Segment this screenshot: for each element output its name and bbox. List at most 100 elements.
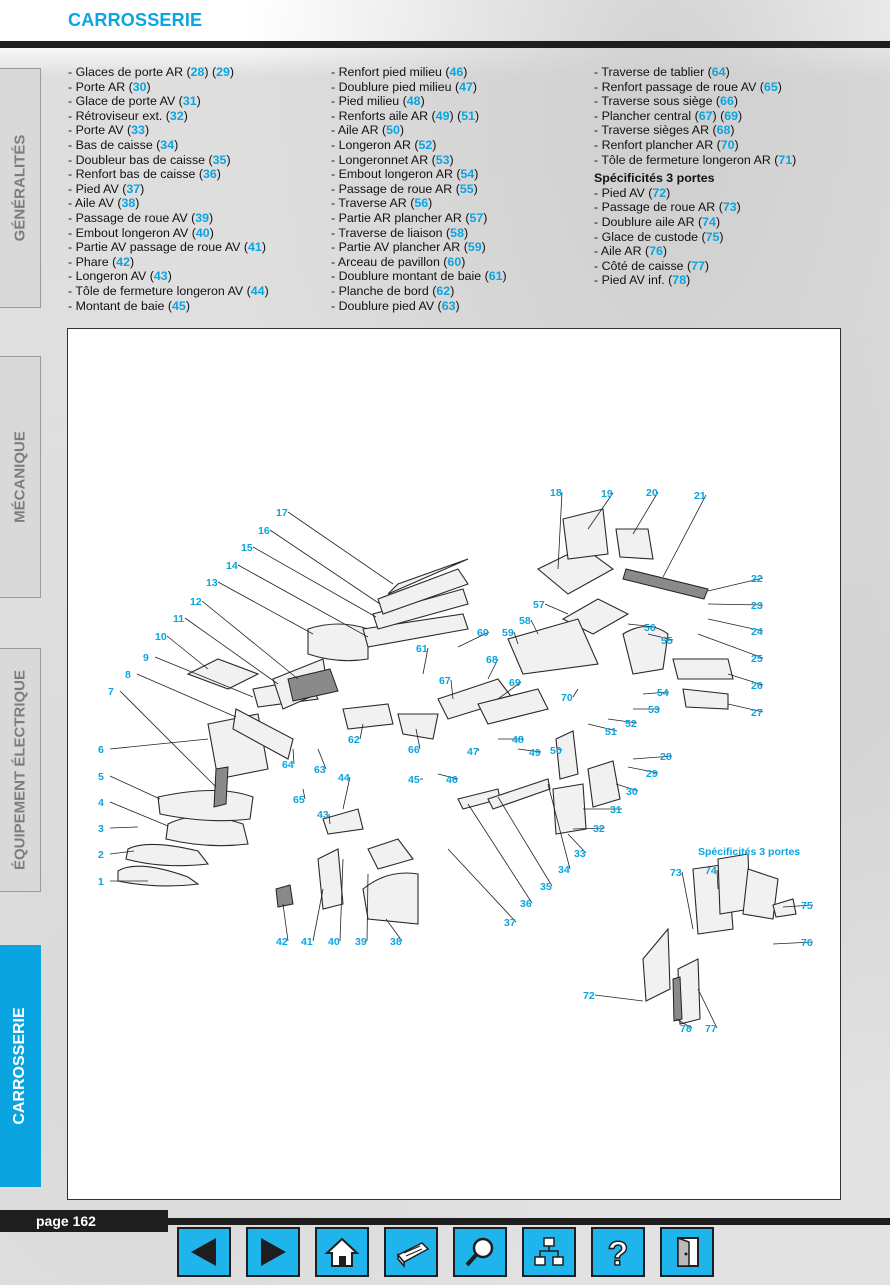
part-number-link[interactable]: 57	[469, 210, 484, 225]
leader-line-3	[109, 826, 139, 829]
callout-73: 73	[670, 867, 682, 879]
leader-line-43	[328, 813, 331, 825]
part-number-link[interactable]: 41	[248, 240, 262, 255]
parts-list-item-label: Tôle de fermeture longeron AV	[75, 283, 244, 298]
part-78	[672, 976, 683, 1022]
part-number-link[interactable]: 35	[212, 152, 227, 167]
parts-list-item-label: Arceau de pavillon	[337, 254, 440, 269]
home-button[interactable]	[315, 1227, 369, 1277]
part-27	[682, 688, 729, 710]
part-number-link[interactable]: 78	[672, 273, 687, 288]
part-number-link[interactable]: 51	[461, 108, 475, 123]
part-number-link[interactable]: 74	[702, 214, 716, 229]
tab-generalites[interactable]: GÉNÉRALITÉS	[0, 68, 41, 308]
part-62	[342, 703, 394, 730]
parts-list-item: - Doublure pied milieu (47)	[331, 79, 478, 94]
tab-equipement-electrique[interactable]: ÉQUIPEMENT ÉLECTRIQUE	[0, 648, 41, 892]
part-number-link[interactable]: 46	[449, 65, 464, 79]
callout-52: 52	[625, 718, 637, 730]
exit-button[interactable]	[660, 1227, 714, 1277]
parts-list-item: - Tôle de fermeture longeron AR (71)	[594, 152, 797, 167]
part-number-link[interactable]: 54	[460, 167, 475, 182]
part-number-link[interactable]: 28	[190, 65, 205, 79]
help-button[interactable]: ?	[591, 1227, 645, 1277]
parts-list-item: - Tôle de fermeture longeron AV (44)	[68, 283, 269, 298]
parts-list-item: - Embout longeron AV (40)	[68, 225, 214, 240]
part-number-link[interactable]: 49	[435, 108, 450, 123]
part-number-link[interactable]: 63	[441, 298, 456, 313]
part-number-link[interactable]: 68	[716, 123, 731, 138]
part-number-link[interactable]: 45	[172, 298, 186, 313]
part-number-link[interactable]: 47	[459, 79, 473, 94]
callout-47: 47	[467, 746, 479, 758]
part-number-link[interactable]: 53	[435, 152, 450, 167]
part-number-link[interactable]: 69	[724, 108, 739, 123]
leader-line-11	[184, 617, 279, 685]
part-number-link[interactable]: 38	[121, 196, 136, 211]
callout-75: 75	[801, 900, 813, 912]
tab-mecanique[interactable]: MÉCANIQUE	[0, 356, 41, 598]
search-button[interactable]	[453, 1227, 507, 1277]
tab-mecanique-label: MÉCANIQUE	[11, 431, 29, 523]
part-number-link[interactable]: 59	[467, 240, 482, 255]
callout-35: 35	[540, 881, 552, 893]
part-number-link[interactable]: 73	[722, 200, 737, 215]
question-icon: ?	[607, 1234, 629, 1270]
part-number-link[interactable]: 40	[195, 225, 210, 240]
part-number-link[interactable]: 71	[778, 152, 793, 167]
part-number-link[interactable]: 29	[216, 65, 230, 79]
part-number-link[interactable]: 42	[116, 254, 131, 269]
part-number-link[interactable]: 33	[131, 123, 145, 138]
parts-list-item-label: Doublure montant de baie	[338, 269, 482, 284]
part-number-link[interactable]: 75	[705, 229, 720, 244]
part-number-link[interactable]: 55	[459, 181, 474, 196]
leader-line-19	[587, 492, 614, 530]
part-number-link[interactable]: 44	[250, 283, 265, 298]
part-number-link[interactable]: 37	[126, 181, 141, 196]
callout-70: 70	[561, 692, 573, 704]
part-number-link[interactable]: 67	[698, 108, 713, 123]
callout-45: 45	[408, 774, 420, 786]
sitemap-button[interactable]	[522, 1227, 576, 1277]
parts-list-item: - Longeron AR (52)	[331, 137, 437, 152]
part-number-link[interactable]: 77	[691, 258, 705, 273]
part-33	[552, 783, 587, 835]
part-number-link[interactable]: 39	[195, 210, 210, 225]
tab-carrosserie-label: CARROSSERIE	[11, 1007, 28, 1125]
part-number-link[interactable]: 72	[652, 185, 667, 200]
callout-22: 22	[751, 573, 763, 585]
part-number-link[interactable]: 58	[450, 225, 464, 240]
part-number-link[interactable]: 60	[447, 254, 462, 269]
part-number-link[interactable]: 70	[720, 137, 735, 152]
part-number-link[interactable]: 36	[203, 167, 217, 182]
part-number-link[interactable]: 52	[418, 137, 433, 152]
part-number-link[interactable]: 65	[763, 79, 778, 94]
part-number-link[interactable]: 31	[182, 94, 197, 109]
part-number-link[interactable]: 76	[649, 244, 663, 259]
tab-generalites-label: GÉNÉRALITÉS	[11, 134, 29, 242]
callout-4: 4	[98, 797, 104, 809]
part-number-link[interactable]: 56	[414, 196, 429, 211]
part-number-link[interactable]: 61	[488, 269, 503, 284]
part-number-link[interactable]: 50	[386, 123, 400, 138]
part-number-link[interactable]: 34	[160, 137, 175, 152]
parts-list-item: - Porte AV (33)	[68, 123, 150, 138]
print-button[interactable]	[384, 1227, 438, 1277]
part-number-link[interactable]: 62	[436, 283, 451, 298]
leader-line-33	[567, 833, 587, 854]
callout-65: 65	[293, 794, 305, 806]
parts-list-column-3-three-door: - Pied AV (72)- Passage de roue AR (73)-…	[594, 186, 796, 288]
part-number-link[interactable]: 64	[711, 65, 726, 79]
part-number-link[interactable]: 30	[132, 79, 147, 94]
part-number-link[interactable]: 32	[169, 108, 184, 123]
leader-line-55	[647, 633, 674, 641]
part-number-link[interactable]: 43	[153, 269, 168, 284]
parts-list-item-label: Passage de roue AR	[601, 200, 716, 215]
part-number-link[interactable]: 66	[720, 94, 734, 109]
previous-page-button[interactable]	[177, 1227, 231, 1277]
tab-carrosserie[interactable]: CARROSSERIE	[0, 945, 41, 1187]
next-page-button[interactable]	[246, 1227, 300, 1277]
part-20	[615, 528, 654, 560]
part-number-link[interactable]: 48	[406, 94, 421, 109]
parts-list-item-label: Renfort passage de roue AV	[601, 79, 757, 94]
